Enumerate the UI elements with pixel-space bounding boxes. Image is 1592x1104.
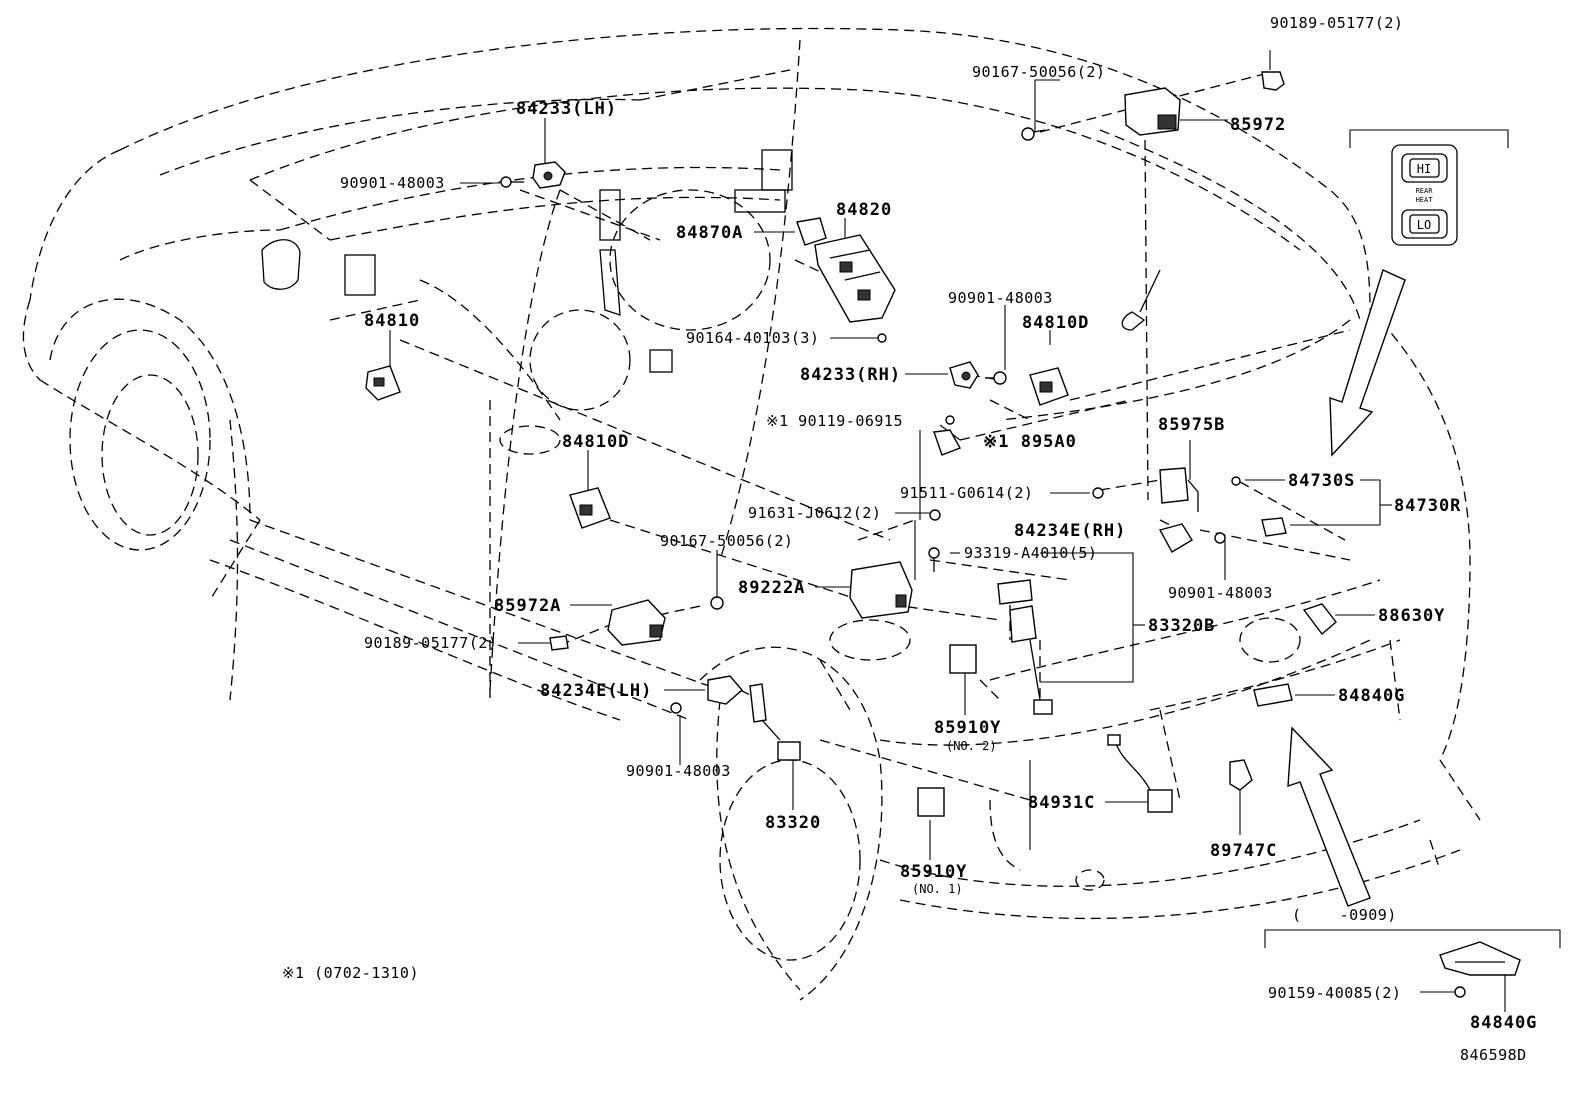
part-85910y-no1 <box>917 787 945 817</box>
label-83320b: 83320B <box>1148 616 1215 636</box>
switch-lo-label: LO <box>1417 218 1431 232</box>
switch-heat-label: HEAT <box>1416 196 1434 204</box>
switch-rear-label: REAR <box>1416 187 1434 195</box>
part-89222a <box>849 561 913 619</box>
part-84234e-lh <box>707 675 743 705</box>
label-date-range: ( -0909) <box>1292 906 1397 924</box>
clip-part-mid <box>549 635 569 651</box>
label-90164-40103: 90164-40103(3) <box>686 329 819 347</box>
label-84730s: 84730S <box>1288 471 1355 491</box>
screw-90167-top <box>1021 127 1046 141</box>
screw-93319 <box>928 547 940 572</box>
label-no2: (NO. 2) <box>946 739 997 753</box>
label-84840g-inset: 84840G <box>1470 1013 1537 1033</box>
label-90901-48003-d: 90901-48003 <box>626 762 731 780</box>
label-85972a: 85972A <box>494 596 561 616</box>
label-89747c: 89747C <box>1210 841 1277 861</box>
part-85975b <box>1159 467 1199 512</box>
label-note-1: ※1 (0702-1310) <box>282 964 419 982</box>
label-84840g-right: 84840G <box>1338 686 1405 706</box>
clip-part-top <box>1261 71 1285 91</box>
part-84810d-left <box>569 487 611 529</box>
screw-90159 <box>1454 986 1466 998</box>
label-90189-05177-top: 90189-05177(2) <box>1270 14 1403 32</box>
label-84233-lh: 84233(LH) <box>516 99 617 119</box>
label-88630y: 88630Y <box>1378 606 1445 626</box>
part-84820 <box>814 234 896 323</box>
label-90167-50056-top: 90167-50056(2) <box>972 63 1105 81</box>
label-84234e-lh: 84234E(LH) <box>540 681 652 701</box>
label-90901-48003-a: 90901-48003 <box>340 174 445 192</box>
label-89222a: 89222A <box>738 578 805 598</box>
label-85972: 85972 <box>1230 115 1286 135</box>
label-84870a: 84870A <box>676 223 743 243</box>
part-88630y <box>1302 603 1337 636</box>
part-85972a <box>607 599 666 646</box>
part-83320 <box>749 683 801 761</box>
diagram-id: 846598D <box>1460 1046 1527 1064</box>
part-84233-rh <box>949 361 979 389</box>
label-85910y-no2: 85910Y <box>934 718 1001 738</box>
screw-90164 <box>877 333 887 343</box>
part-84810d-right <box>1029 367 1069 406</box>
label-84234e-rh: 84234E(RH) <box>1014 521 1126 541</box>
label-91631-j0612: 91631-J0612(2) <box>748 504 881 522</box>
label-84730r: 84730R <box>1394 496 1461 516</box>
part-84810 <box>365 365 401 401</box>
view-arrow-upper <box>1329 269 1406 457</box>
label-85910y-no1: 85910Y <box>900 862 967 882</box>
label-90189-05177-mid: 90189-05177(2) <box>364 634 497 652</box>
label-895a0: ※1 895A0 <box>983 432 1077 452</box>
switch-hi-label: HI <box>1417 162 1431 176</box>
label-93319-a4010: 93319-A4010(5) <box>964 544 1097 562</box>
label-85975b: 85975B <box>1158 415 1225 435</box>
part-83320b <box>997 579 1053 715</box>
screw-90901-a <box>500 176 524 188</box>
label-90167-50056-mid: 90167-50056(2) <box>660 532 793 550</box>
part-84870a <box>796 217 827 246</box>
parts <box>365 71 1521 998</box>
part-84234e-rh <box>1158 523 1193 553</box>
label-no1: (NO. 1) <box>912 882 963 896</box>
part-84840g-right <box>1253 683 1293 707</box>
label-84810d-left: 84810D <box>562 432 629 452</box>
screw-90167-mid <box>710 596 724 610</box>
label-91511-g0614: 91511-G0614(2) <box>900 484 1033 502</box>
vehicle-outline <box>22 27 1481 1001</box>
label-90901-48003-c: 90901-48003 <box>1168 584 1273 602</box>
part-84931c <box>1107 734 1173 813</box>
part-895a0 <box>933 415 962 456</box>
label-90159-40085: 90159-40085(2) <box>1268 984 1401 1002</box>
label-84820: 84820 <box>836 200 892 220</box>
leader-lines <box>389 50 1561 1012</box>
part-89747c <box>1229 759 1253 791</box>
label-84233-rh: 84233(RH) <box>800 365 901 385</box>
label-90119-06915: ※1 90119-06915 <box>766 412 903 430</box>
label-84931c: 84931C <box>1028 793 1095 813</box>
part-84233-lh <box>532 161 566 189</box>
screw-91631 <box>929 509 941 521</box>
callouts: 90189-05177(2) 90167-50056(2) 85972 8423… <box>282 14 1537 1064</box>
part-84840g-inset <box>1439 941 1521 976</box>
view-arrows <box>1287 269 1406 907</box>
screw-90901-c <box>1214 532 1226 544</box>
part-85972 <box>1124 87 1181 136</box>
screw-90901-b <box>985 371 1007 385</box>
label-84810: 84810 <box>364 311 420 331</box>
part-84730s <box>1231 476 1287 537</box>
view-arrow-lower <box>1287 726 1371 907</box>
label-90901-48003-b: 90901-48003 <box>948 289 1053 307</box>
label-83320: 83320 <box>765 813 821 833</box>
label-84810d-right: 84810D <box>1022 313 1089 333</box>
part-85910y-no2 <box>949 644 977 674</box>
switch-inset: HI REAR HEAT LO <box>1391 144 1458 246</box>
screw-90901-d <box>670 702 682 714</box>
screw-91511 <box>1092 487 1104 499</box>
